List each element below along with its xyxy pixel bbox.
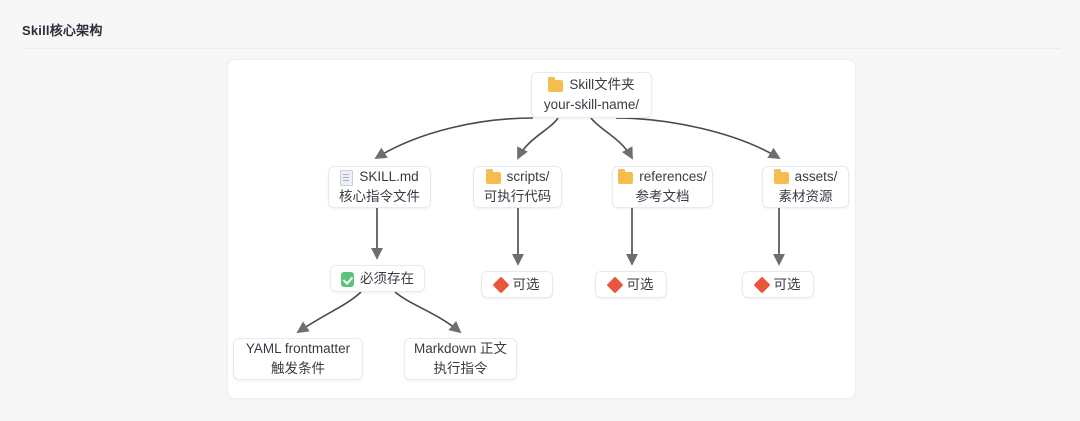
node-yaml-frontmatter[interactable]: YAML frontmatter 触发条件 [233,338,363,380]
red-diamond-icon [606,276,623,293]
page-title: Skill核心架构 [22,23,103,38]
red-diamond-icon [492,276,509,293]
node-skill-folder[interactable]: Skill文件夹 your-skill-name/ [531,72,652,118]
green-check-icon [341,272,354,287]
node-skill-md-line2: 核心指令文件 [339,189,420,204]
node-assets[interactable]: assets/ 素材资源 [762,166,849,208]
node-references-line1: references/ [618,167,707,187]
node-skill-md[interactable]: SKILL.md 核心指令文件 [328,166,431,208]
node-references[interactable]: references/ 参考文档 [612,166,713,208]
node-assets-line2: 素材资源 [778,189,833,204]
node-required-label: 必须存在 [360,270,414,286]
node-yaml-frontmatter-line2: 触发条件 [271,361,325,376]
node-required[interactable]: 必须存在 [330,265,425,292]
node-assets-line1: assets/ [773,167,837,187]
node-skill-folder-line2: your-skill-name/ [543,97,640,112]
node-skill-md-line1: SKILL.md [340,167,419,187]
node-yaml-frontmatter-line1: YAML frontmatter [245,341,351,357]
diagram-card: Skill文件夹 your-skill-name/ SKILL.md 核心指令文… [227,59,856,399]
node-markdown-body[interactable]: Markdown 正文 执行指令 [404,338,517,380]
node-optional-scripts-label: 可选 [512,276,540,292]
red-diamond-icon [753,276,770,293]
node-optional-references-label: 可选 [626,276,654,292]
node-markdown-body-line1: Markdown 正文 [413,341,508,357]
node-skill-folder-line1: Skill文件夹 [548,75,635,95]
document-icon [340,170,354,187]
node-scripts-line1: scripts/ [485,167,549,187]
folder-icon [618,169,634,185]
folder-icon [773,169,789,185]
node-optional-scripts[interactable]: 可选 [481,271,553,298]
node-references-line2: 参考文档 [635,189,690,204]
folder-icon [548,77,564,93]
node-markdown-body-line2: 执行指令 [433,361,488,376]
node-scripts[interactable]: scripts/ 可执行代码 [473,166,562,208]
node-optional-assets[interactable]: 可选 [742,271,814,298]
page-header: Skill核心架构 [0,0,1080,49]
header-divider [22,48,1060,49]
node-optional-assets-label: 可选 [773,276,801,292]
node-scripts-line2: 可执行代码 [483,189,552,204]
node-optional-references[interactable]: 可选 [595,271,667,298]
folder-icon [485,169,501,185]
